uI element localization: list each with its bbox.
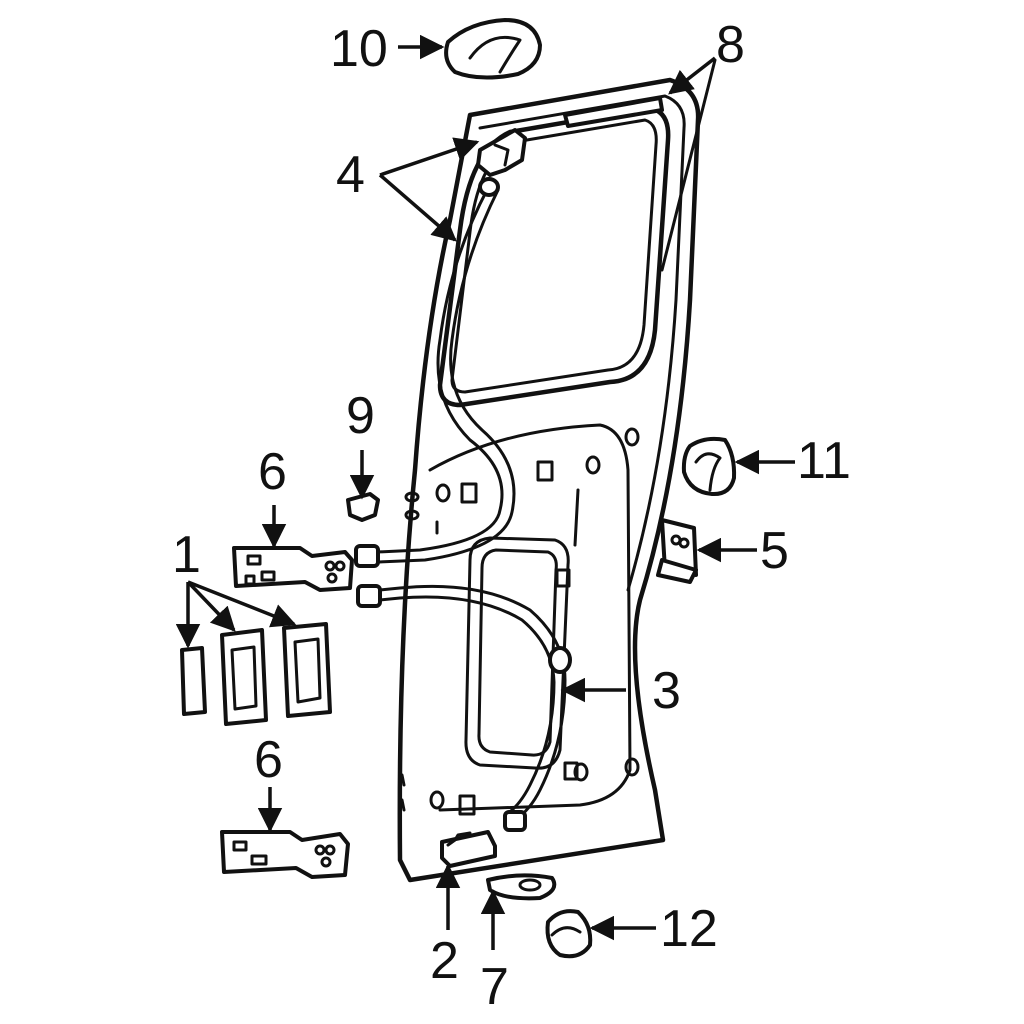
callout-2: 2 xyxy=(430,932,459,990)
callout-4: 4 xyxy=(336,146,365,204)
bumper-plate xyxy=(486,873,557,901)
hinge-shim-bar xyxy=(180,646,207,716)
leader-arrows xyxy=(175,34,795,950)
bumper-side xyxy=(681,436,737,497)
hinge-shim-frame-2 xyxy=(282,622,332,718)
bumper-top xyxy=(444,18,542,80)
callout-12: 12 xyxy=(660,900,718,958)
callout-1: 1 xyxy=(172,526,201,584)
striker-bracket xyxy=(656,518,698,584)
hinge-shim-frame-1 xyxy=(220,628,268,726)
callout-10: 10 xyxy=(330,20,388,78)
hinge-upper xyxy=(232,546,354,592)
door-shell xyxy=(397,77,701,883)
clip xyxy=(346,491,420,522)
callout-9: 9 xyxy=(346,387,375,445)
callout-11: 11 xyxy=(797,432,851,490)
latch-block xyxy=(440,830,497,868)
callout-3: 3 xyxy=(652,662,681,720)
bumper-bottom xyxy=(545,909,593,959)
lower-latch-rod xyxy=(356,584,572,832)
callout-6-lower: 6 xyxy=(254,731,283,789)
callout-5: 5 xyxy=(760,522,789,580)
callout-6-upper: 6 xyxy=(258,443,287,501)
callout-labels: 10 8 4 9 6 1 6 11 5 3 12 2 7 xyxy=(172,16,851,1016)
callout-8: 8 xyxy=(716,16,745,74)
hinge-lower xyxy=(220,830,350,879)
upper-latch-rod xyxy=(354,128,527,568)
callout-7: 7 xyxy=(480,958,509,1016)
